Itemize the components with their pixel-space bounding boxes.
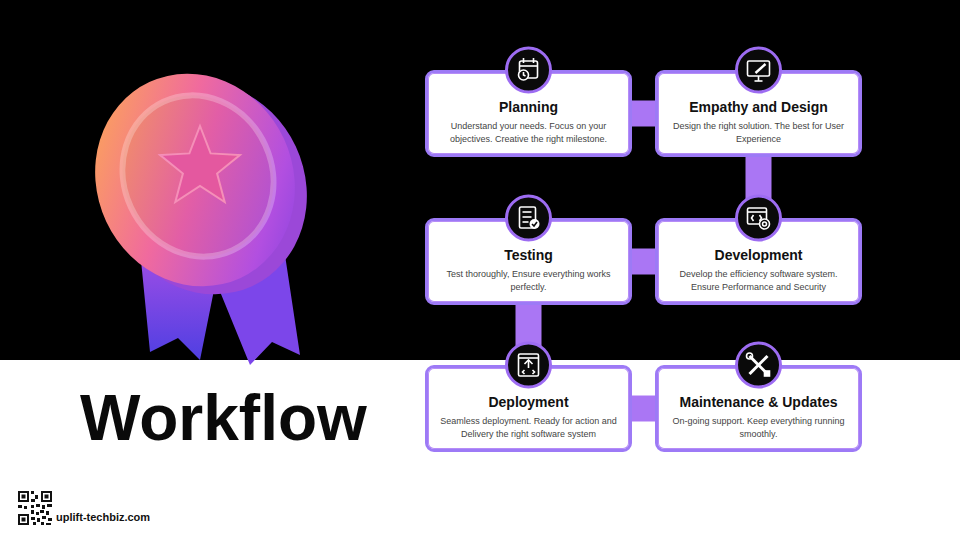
step-icon [533, 58, 535, 63]
medal-illustration [160, 126, 240, 202]
step-description: Design the right solution. The best for … [666, 120, 851, 146]
qr-code [43, 493, 50, 500]
qr-code [31, 505, 34, 508]
qr-code [18, 491, 29, 502]
connector-bar [746, 157, 772, 218]
step-description: Test thoroughly, Ensure everything works… [436, 268, 621, 294]
qr-code [24, 506, 27, 509]
connector-bar [516, 305, 542, 365]
medal-illustration [61, 41, 330, 320]
qr-code [46, 511, 49, 515]
step-description: On-going support. Keep everything runnin… [666, 415, 851, 441]
qr-code [45, 495, 49, 499]
qr-code [33, 522, 36, 525]
connector-bar [632, 249, 655, 275]
qr-code [47, 504, 52, 507]
qr-code [31, 499, 35, 502]
step-description: Seamless deployment. Ready for action an… [436, 415, 621, 441]
qr-code [42, 505, 45, 509]
qr-code [41, 491, 52, 502]
step-box: DeploymentSeamless deployment. Ready for… [425, 365, 632, 452]
qr-code [18, 505, 22, 508]
qr-code [36, 512, 39, 515]
step-box: PlanningUnderstand your needs. Focus on … [425, 70, 632, 157]
step-box: Empathy and DesignDesign the right solut… [655, 70, 862, 157]
qr-code [31, 491, 34, 494]
step-icon [519, 357, 539, 359]
qr-code [31, 517, 35, 520]
connector-bar [632, 396, 655, 422]
qr-code [35, 495, 38, 499]
step-description: Understand your needs. Focus on your obj… [436, 120, 621, 146]
step-heading: Development [666, 247, 851, 264]
qr-code [18, 514, 29, 525]
step-box: TestingTest thoroughly, Ensure everythin… [425, 218, 632, 305]
qr-code [37, 518, 40, 522]
dark-band [0, 0, 960, 360]
step-icon [523, 58, 525, 63]
qr-code [22, 518, 26, 522]
step-heading: Empathy and Design [666, 99, 851, 116]
qr-code [22, 495, 26, 499]
medal-illustration [96, 70, 299, 281]
website-label: uplift-techbiz.com [56, 510, 150, 524]
step-heading: Deployment [436, 394, 621, 411]
step-heading: Testing [436, 247, 621, 264]
step-icon [525, 360, 533, 364]
qr-code [40, 510, 44, 513]
step-description: Develop the efficiency software system. … [666, 268, 851, 294]
step-icon [523, 211, 532, 213]
qr-code [36, 504, 40, 507]
step-box: DevelopmentDevelop the efficiency softwa… [655, 218, 862, 305]
page-title: Workflow [80, 380, 367, 456]
medal-illustration [61, 41, 342, 365]
qr-code [41, 522, 44, 525]
step-icon [747, 353, 753, 359]
qr-code [20, 516, 27, 523]
qr-code [48, 518, 52, 521]
connector-bar [632, 101, 655, 127]
step-icon [748, 211, 767, 213]
qr-code [31, 510, 34, 514]
step-heading: Planning [436, 99, 621, 116]
qr-code [46, 523, 51, 525]
step-heading: Maintenance & Updates [666, 394, 851, 411]
qr-code [20, 493, 27, 500]
step-icon [520, 65, 538, 67]
step-box: Maintenance & UpdatesOn-going support. K… [655, 365, 862, 452]
qr-code [42, 516, 46, 519]
qr-code [18, 491, 52, 525]
